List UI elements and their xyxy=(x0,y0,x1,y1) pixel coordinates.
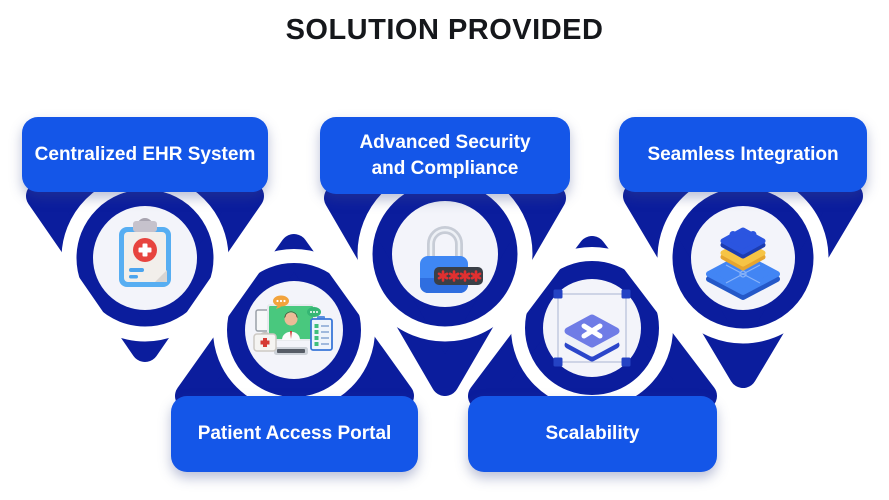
funnel-label: Advanced Security and Compliance xyxy=(359,131,531,179)
page-title: SOLUTION PROVIDED xyxy=(285,14,604,46)
funnel-header-scalability: Scalability xyxy=(468,396,717,472)
funnel-shape-seamless-integration xyxy=(623,172,863,388)
funnel-shape-advanced-security xyxy=(324,166,566,396)
funnel-header-seamless-integration: Seamless Integration xyxy=(619,117,867,192)
telehealth-portal-icon xyxy=(253,295,333,355)
funnel-label: Seamless Integration xyxy=(647,143,839,165)
funnel-shape-centralized-ehr xyxy=(26,174,264,362)
funnel-label: Centralized EHR System xyxy=(34,143,256,165)
funnel-label: Scalability xyxy=(545,423,640,444)
funnel-header-patient-access: Patient Access Portal xyxy=(171,396,418,472)
funnel-header-advanced-security: Advanced Security and Compliance xyxy=(320,117,570,194)
password-lock-icon xyxy=(420,226,483,293)
puzzle-integration-icon xyxy=(706,227,780,300)
funnel-label: Patient Access Portal xyxy=(197,423,392,444)
funnel-header-centralized-ehr: Centralized EHR System xyxy=(22,117,268,192)
scalable-layers-icon xyxy=(553,289,631,367)
medical-clipboard-icon xyxy=(119,218,171,287)
